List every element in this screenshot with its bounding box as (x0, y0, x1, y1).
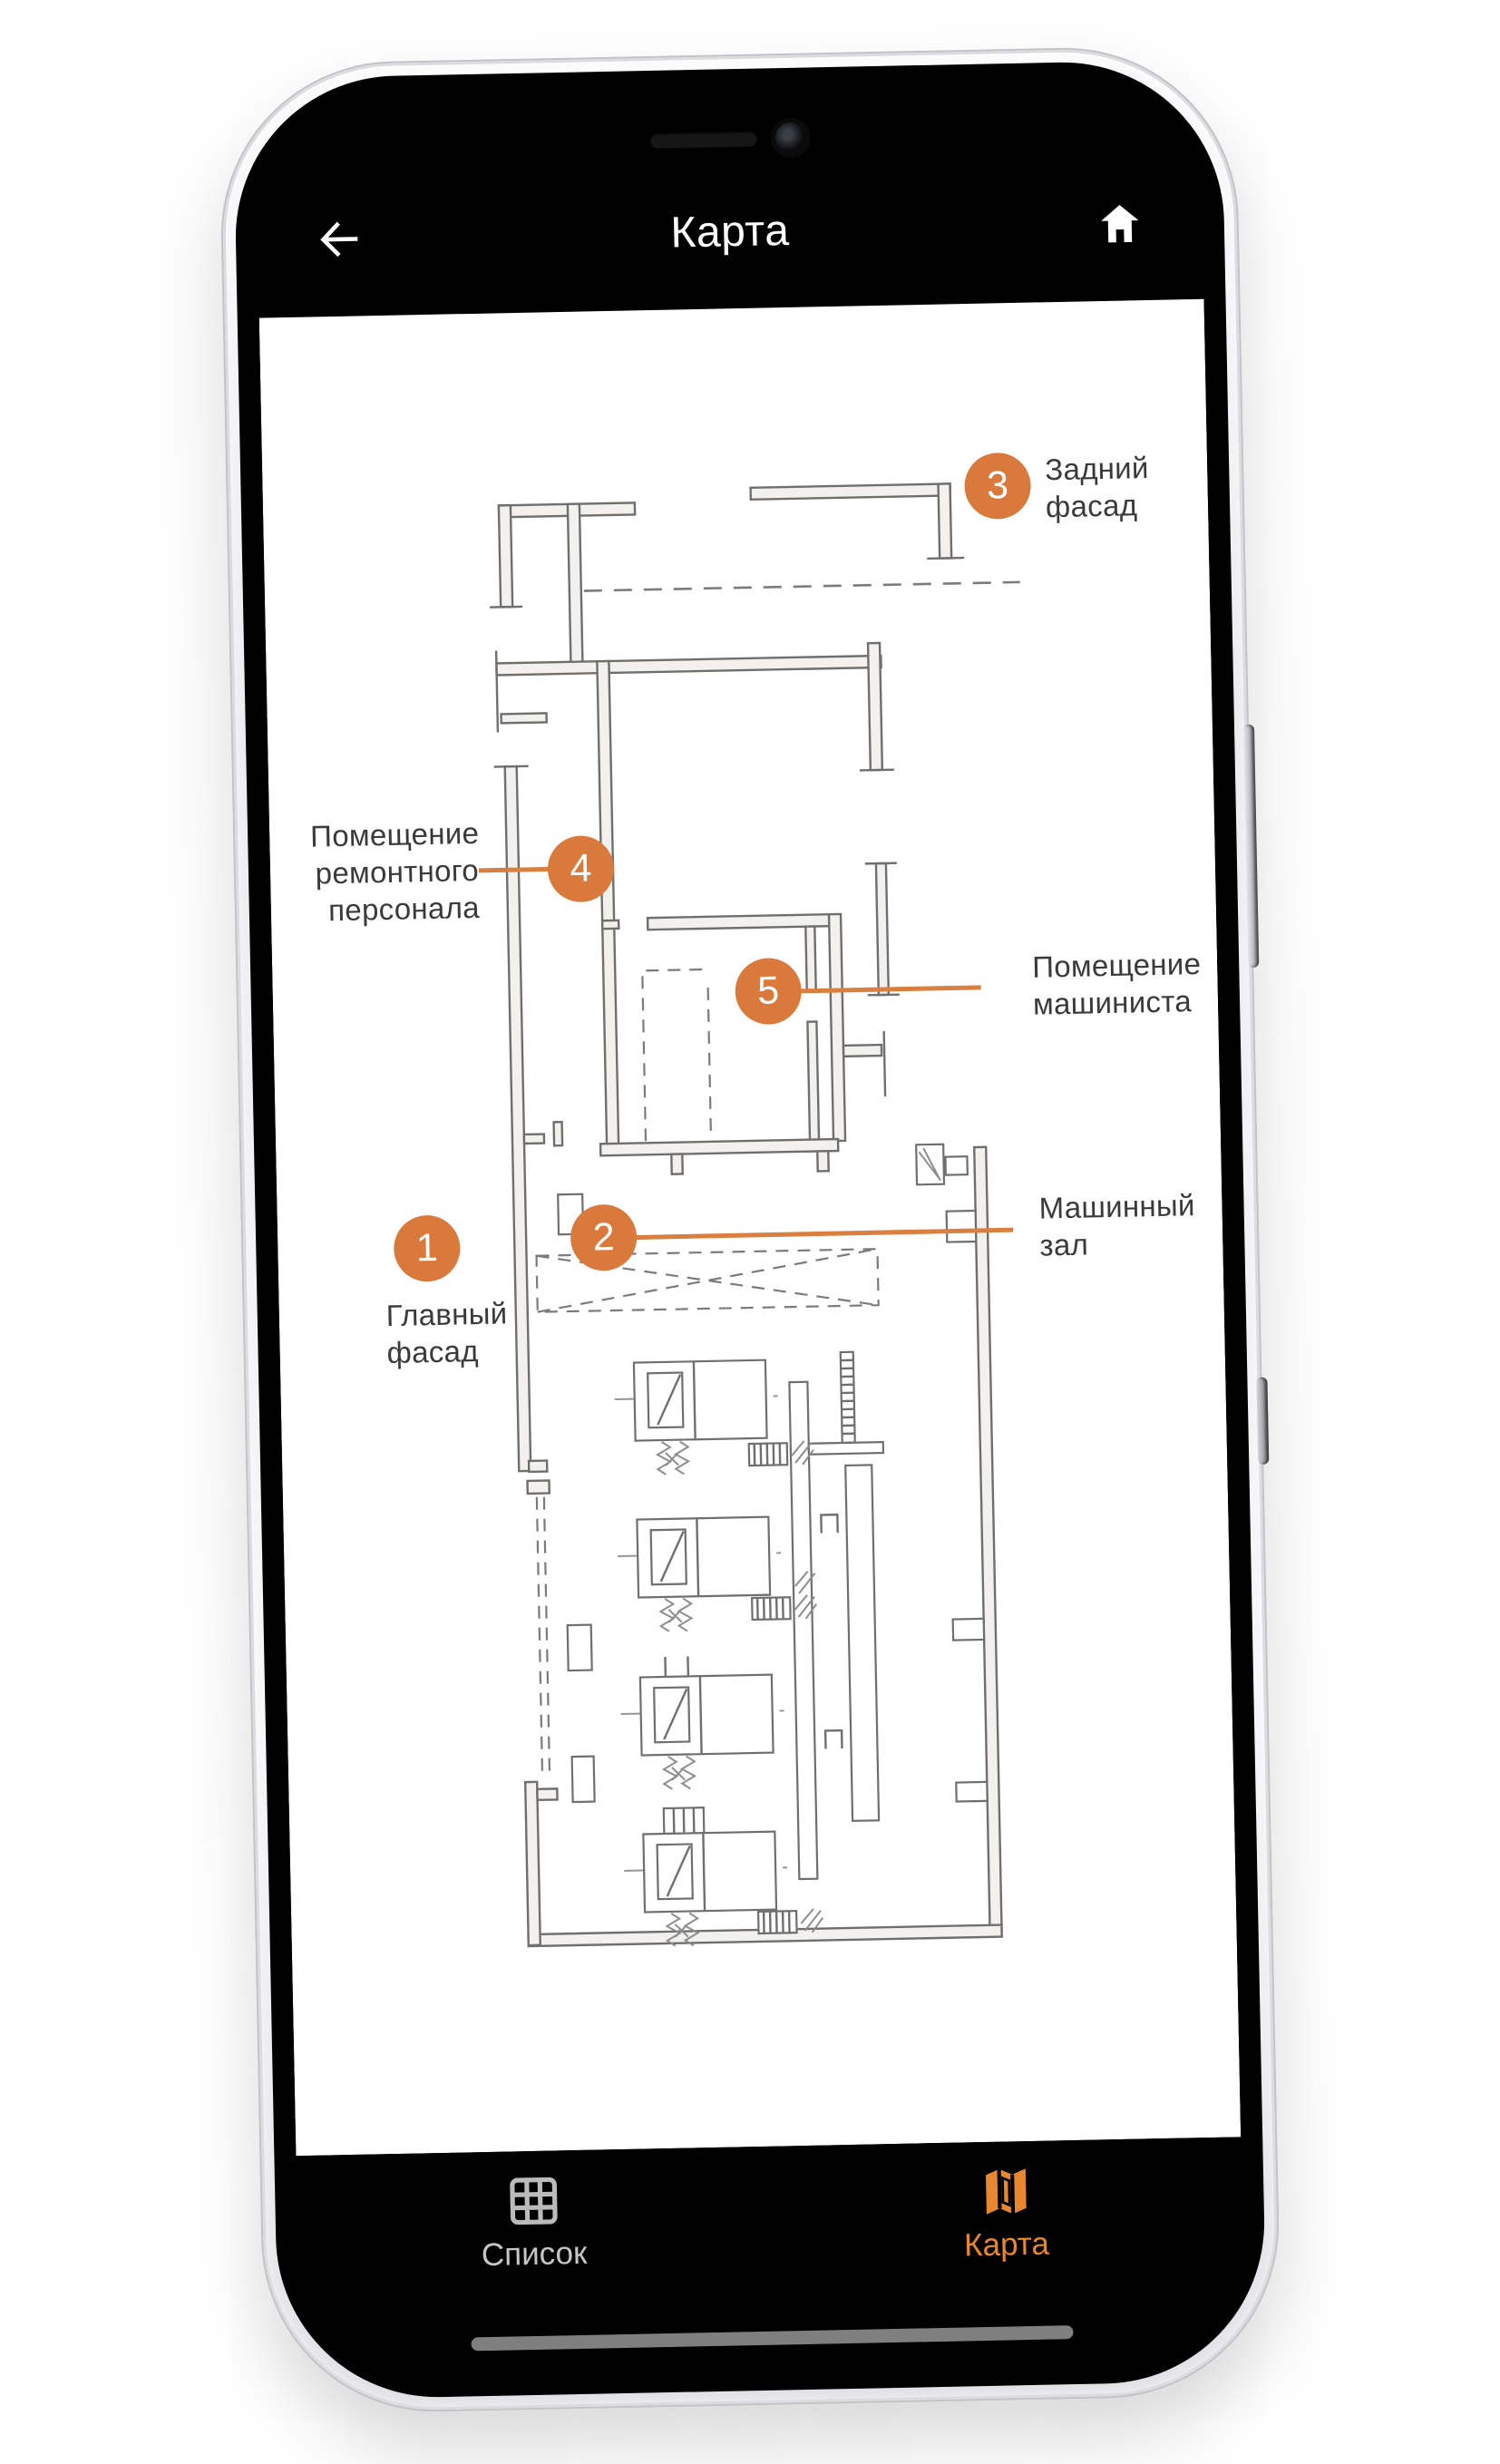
leader-lines (478, 866, 1014, 1241)
page-title: Карта (669, 206, 790, 258)
map-icon (985, 2168, 1027, 2215)
turbine-unit-4 (624, 1807, 790, 1947)
app-header: Карта (254, 81, 1204, 318)
speaker-grille-icon (649, 131, 758, 149)
tab-item-map[interactable]: Карта (768, 2137, 1243, 2267)
badge-number: 2 (592, 1215, 616, 1260)
label-line: Главный (385, 1296, 508, 1333)
plan-label-5: Помещение машиниста (1032, 945, 1203, 1023)
label-line: Помещение (309, 815, 480, 853)
badge-number: 1 (415, 1225, 439, 1271)
tab-item-list[interactable]: Список (296, 2147, 771, 2277)
turbine-unit-3 (620, 1656, 786, 1790)
front-camera-icon (774, 122, 807, 154)
label-line: Задний (1044, 451, 1150, 487)
home-icon (1101, 205, 1139, 243)
label-line: персонала (327, 890, 481, 928)
plan-label-3: Задний фасад (1045, 449, 1150, 525)
label-line: зал (1039, 1227, 1089, 1262)
home-indicator[interactable] (471, 2325, 1074, 2352)
label-line: Машинный (1038, 1188, 1196, 1225)
floor-plan-drawing (478, 482, 1020, 1948)
phone-bezel: Карта (232, 59, 1268, 2401)
tab-label: Список (481, 2235, 588, 2274)
label-line: фасад (1045, 488, 1138, 524)
map-content: 1 2 3 4 5 Главный фасад Машинный зал (258, 298, 1242, 2157)
plan-label-1: Главный фасад (385, 1294, 508, 1371)
label-line: машиниста (1032, 984, 1193, 1021)
turbine-unit-2 (618, 1515, 784, 1632)
arrow-left-icon (320, 221, 358, 258)
badge-number: 4 (570, 846, 592, 891)
label-line: фасад (386, 1334, 480, 1370)
antenna-band (1256, 1377, 1270, 1465)
plan-services (747, 1350, 885, 1935)
badge-number: 5 (756, 969, 780, 1013)
turbine-unit-1 (614, 1359, 780, 1475)
plan-walls-hall (523, 1137, 1003, 1948)
phone-frame: Карта (218, 44, 1282, 2415)
plan-label-4: Помещение ремонтного персонала (310, 814, 480, 930)
power-button[interactable] (1242, 724, 1260, 968)
grid-icon (509, 2177, 558, 2225)
plan-crane-zone (535, 1248, 880, 1313)
label-line: ремонтного (315, 852, 480, 891)
plan-walls-rooms (493, 641, 900, 1474)
badge-number: 3 (986, 463, 1009, 508)
back-button[interactable] (313, 212, 366, 266)
home-button[interactable] (1093, 197, 1146, 250)
plan-walls-top (490, 482, 1020, 667)
tab-label: Карта (963, 2225, 1050, 2264)
tab-bar: Список Карта (296, 2137, 1246, 2379)
plan-label-2: Машинный зал (1038, 1186, 1196, 1263)
phone-screen: Карта (254, 81, 1246, 2379)
floor-plan: 1 2 3 4 5 Главный фасад Машинный зал (276, 299, 1224, 2156)
label-line: Помещение (1031, 946, 1202, 984)
